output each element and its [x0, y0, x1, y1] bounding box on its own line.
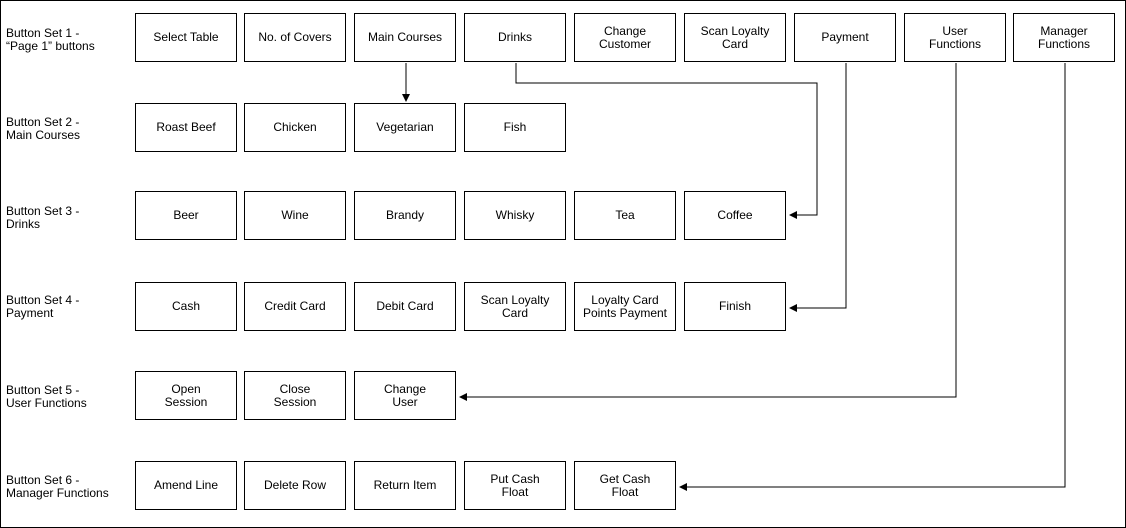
put-cash-float-button[interactable]: Put Cash Float	[464, 461, 566, 510]
row-label-set-2: Button Set 2 - Main Courses	[6, 115, 81, 142]
amend-line-button[interactable]: Amend Line	[135, 461, 237, 510]
beer-button[interactable]: Beer	[135, 191, 237, 240]
loyalty-card-points-payment-button[interactable]: Loyalty Card Points Payment	[574, 282, 676, 331]
credit-card-button[interactable]: Credit Card	[244, 282, 346, 331]
cash-button[interactable]: Cash	[135, 282, 237, 331]
fish-button[interactable]: Fish	[464, 103, 566, 152]
whisky-button[interactable]: Whisky	[464, 191, 566, 240]
delete-row-button[interactable]: Delete Row	[244, 461, 346, 510]
debit-card-button[interactable]: Debit Card	[354, 282, 456, 331]
connector-payment	[789, 63, 847, 312]
row-label-set-6: Button Set 6 - Manager Functions	[6, 473, 109, 500]
row-label-set-1: Button Set 1 - “Page 1” buttons	[6, 26, 95, 53]
roast-beef-button[interactable]: Roast Beef	[135, 103, 237, 152]
finish-button[interactable]: Finish	[684, 282, 786, 331]
drinks-button[interactable]: Drinks	[464, 13, 566, 62]
chicken-button[interactable]: Chicken	[244, 103, 346, 152]
return-item-button[interactable]: Return Item	[354, 461, 456, 510]
payment-button[interactable]: Payment	[794, 13, 896, 62]
select-table-button[interactable]: Select Table	[135, 13, 237, 62]
scan-loyalty-card-button[interactable]: Scan Loyalty Card	[684, 13, 786, 62]
row-label-set-5: Button Set 5 - User Functions	[6, 383, 87, 410]
connector-manager-functions	[679, 63, 1066, 491]
row-label-set-4: Button Set 4 - Payment	[6, 293, 80, 320]
wine-button[interactable]: Wine	[244, 191, 346, 240]
row-label-set-3: Button Set 3 - Drinks	[6, 204, 80, 231]
get-cash-float-button[interactable]: Get Cash Float	[574, 461, 676, 510]
tea-button[interactable]: Tea	[574, 191, 676, 240]
brandy-button[interactable]: Brandy	[354, 191, 456, 240]
user-functions-button[interactable]: User Functions	[904, 13, 1006, 62]
scan-loyalty-card-payment-button[interactable]: Scan Loyalty Card	[464, 282, 566, 331]
change-user-button[interactable]: Change User	[354, 371, 456, 420]
open-session-button[interactable]: Open Session	[135, 371, 237, 420]
manager-functions-button[interactable]: Manager Functions	[1013, 13, 1115, 62]
vegetarian-button[interactable]: Vegetarian	[354, 103, 456, 152]
coffee-button[interactable]: Coffee	[684, 191, 786, 240]
main-courses-button[interactable]: Main Courses	[354, 13, 456, 62]
change-customer-button[interactable]: Change Customer	[574, 13, 676, 62]
close-session-button[interactable]: Close Session	[244, 371, 346, 420]
no-of-covers-button[interactable]: No. of Covers	[244, 13, 346, 62]
